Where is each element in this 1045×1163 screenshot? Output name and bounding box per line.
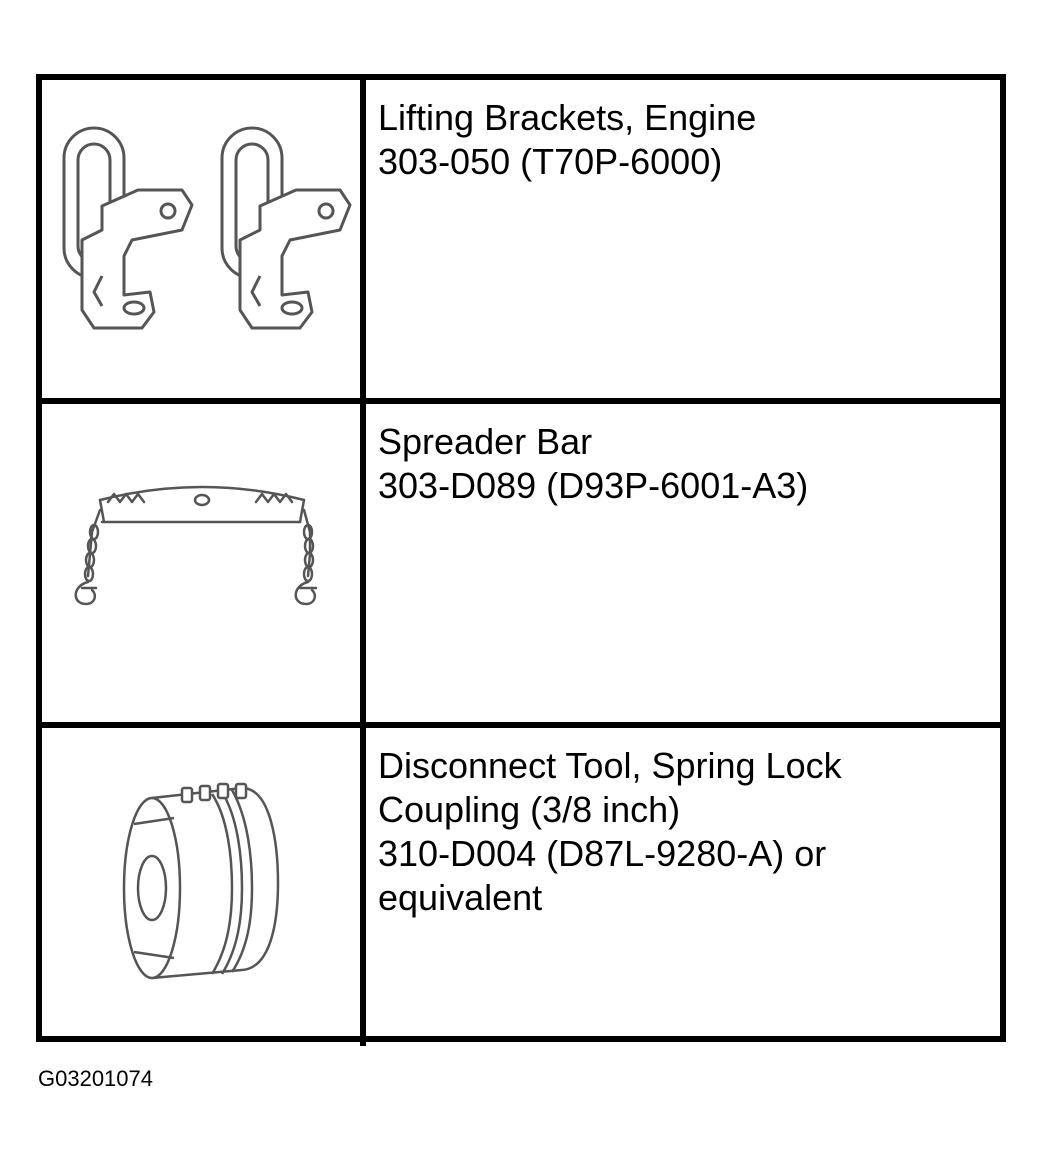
description-cell: Lifting Brackets, Engine 303-050 (T70P-6…: [366, 80, 1000, 398]
tool-equivalent-note: equivalent: [378, 877, 543, 918]
tool-number: 310-D004 (D87L-9280-A) or: [378, 833, 827, 874]
tool-row-lifting-brackets: Lifting Brackets, Engine 303-050 (T70P-6…: [42, 80, 1000, 398]
tool-name: Spreader Bar: [378, 421, 593, 462]
figure-id: G03201074: [38, 1066, 153, 1091]
tool-row-spreader-bar: Spreader Bar 303-D089 (D93P-6001-A3): [42, 398, 1000, 722]
disconnect-tool-icon: [122, 782, 280, 980]
special-tools-table: Lifting Brackets, Engine 303-050 (T70P-6…: [36, 74, 1006, 1046]
tool-name: Lifting Brackets, Engine: [378, 97, 757, 138]
illustration-cell: [42, 728, 366, 1046]
tool-number: 303-050 (T70P-6000): [378, 141, 723, 182]
tool-number: 303-D089 (D93P-6001-A3): [378, 465, 809, 506]
lifting-brackets-icon: [62, 126, 352, 330]
tool-row-disconnect-tool: Disconnect Tool, Spring Lock Coupling (3…: [42, 722, 1000, 1046]
description-cell: Spreader Bar 303-D089 (D93P-6001-A3): [366, 404, 1000, 722]
illustration-cell: [42, 404, 366, 722]
tool-name: Disconnect Tool, Spring Lock: [378, 745, 842, 786]
description-cell: Disconnect Tool, Spring Lock Coupling (3…: [366, 728, 1000, 1046]
illustration-cell: [42, 80, 366, 398]
tool-name-continued: Coupling (3/8 inch): [378, 789, 681, 830]
spreader-bar-icon: [74, 485, 318, 606]
